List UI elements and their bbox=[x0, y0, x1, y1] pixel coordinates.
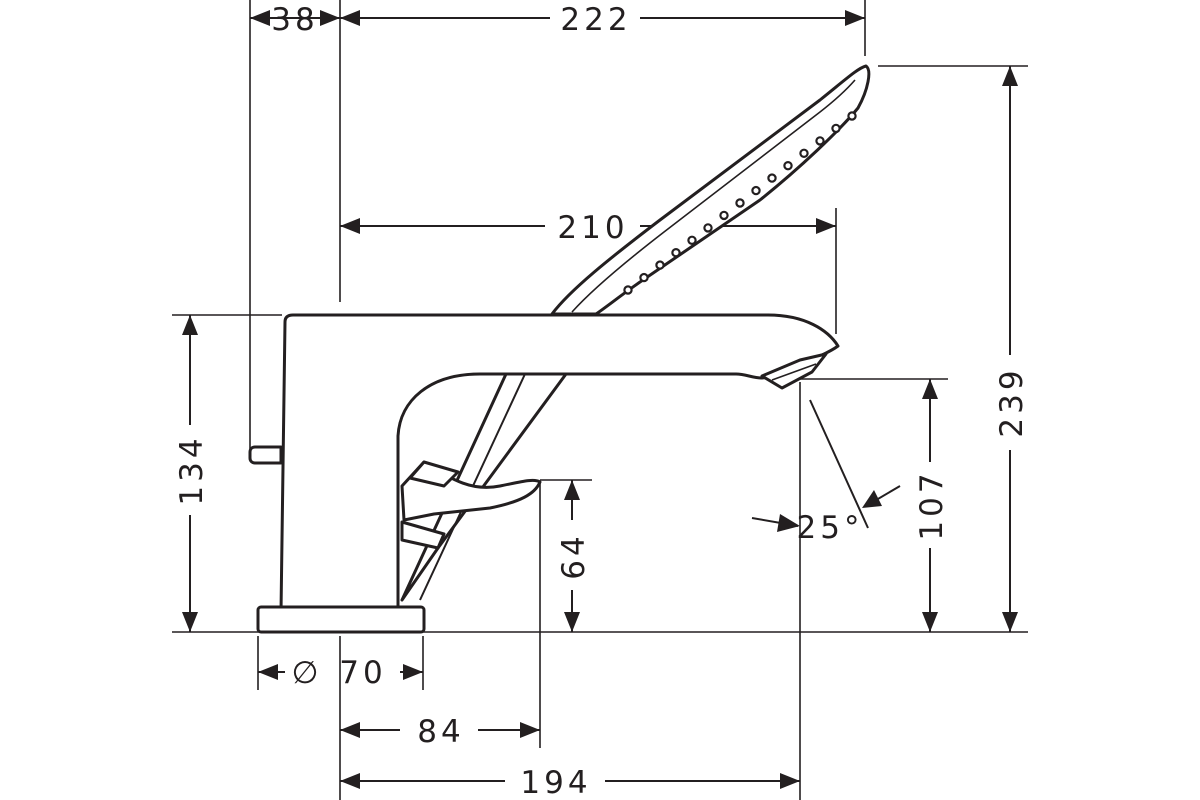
shower-nozzle bbox=[751, 185, 761, 196]
dim-diameter-value: 70 bbox=[339, 655, 386, 691]
dim-38-label: 38 bbox=[271, 2, 318, 38]
hand-shower bbox=[550, 64, 871, 316]
shower-nozzle bbox=[671, 247, 681, 258]
dim-diameter-symbol: ∅ bbox=[291, 655, 322, 691]
dimension-84 bbox=[340, 722, 540, 738]
dim-239-label: 239 bbox=[994, 366, 1030, 437]
shower-nozzle bbox=[783, 160, 793, 171]
shower-nozzle bbox=[703, 223, 713, 233]
lever-handle bbox=[400, 460, 542, 550]
shower-nozzle bbox=[639, 272, 649, 283]
mixer-body bbox=[279, 313, 840, 614]
dim-64-label: 64 bbox=[556, 532, 592, 579]
shower-nozzle bbox=[831, 123, 841, 134]
dimension-134 bbox=[182, 315, 198, 632]
dim-210-label: 210 bbox=[557, 210, 628, 246]
dimension-222 bbox=[340, 10, 865, 26]
dimension-210 bbox=[340, 218, 836, 234]
dimension-107 bbox=[922, 379, 938, 632]
shower-nozzle bbox=[687, 235, 697, 245]
dimension-38 bbox=[250, 10, 340, 26]
dimension-diameter-70 bbox=[258, 664, 423, 680]
dim-107-label: 107 bbox=[914, 469, 950, 540]
base-plate bbox=[256, 605, 426, 634]
dim-angle-label: 25° bbox=[797, 510, 864, 546]
dim-194-label: 194 bbox=[520, 765, 591, 800]
shower-nozzle bbox=[799, 148, 809, 158]
diverter-knob bbox=[248, 445, 283, 465]
dim-222-label: 222 bbox=[560, 2, 631, 38]
dimension-194 bbox=[340, 773, 800, 789]
shower-nozzle bbox=[847, 111, 857, 121]
shower-nozzle bbox=[655, 260, 665, 270]
shower-nozzle bbox=[767, 173, 777, 183]
dimension-64 bbox=[564, 480, 580, 632]
dimension-239 bbox=[1002, 66, 1018, 632]
shower-nozzle bbox=[815, 136, 825, 146]
shower-nozzle bbox=[735, 198, 745, 208]
dimension-angle-25 bbox=[751, 399, 901, 532]
dim-134-label: 134 bbox=[174, 434, 210, 505]
shower-nozzle bbox=[623, 285, 633, 295]
dim-84-label: 84 bbox=[417, 714, 464, 750]
shower-nozzle bbox=[719, 210, 729, 221]
shower-nozzles bbox=[623, 111, 857, 295]
